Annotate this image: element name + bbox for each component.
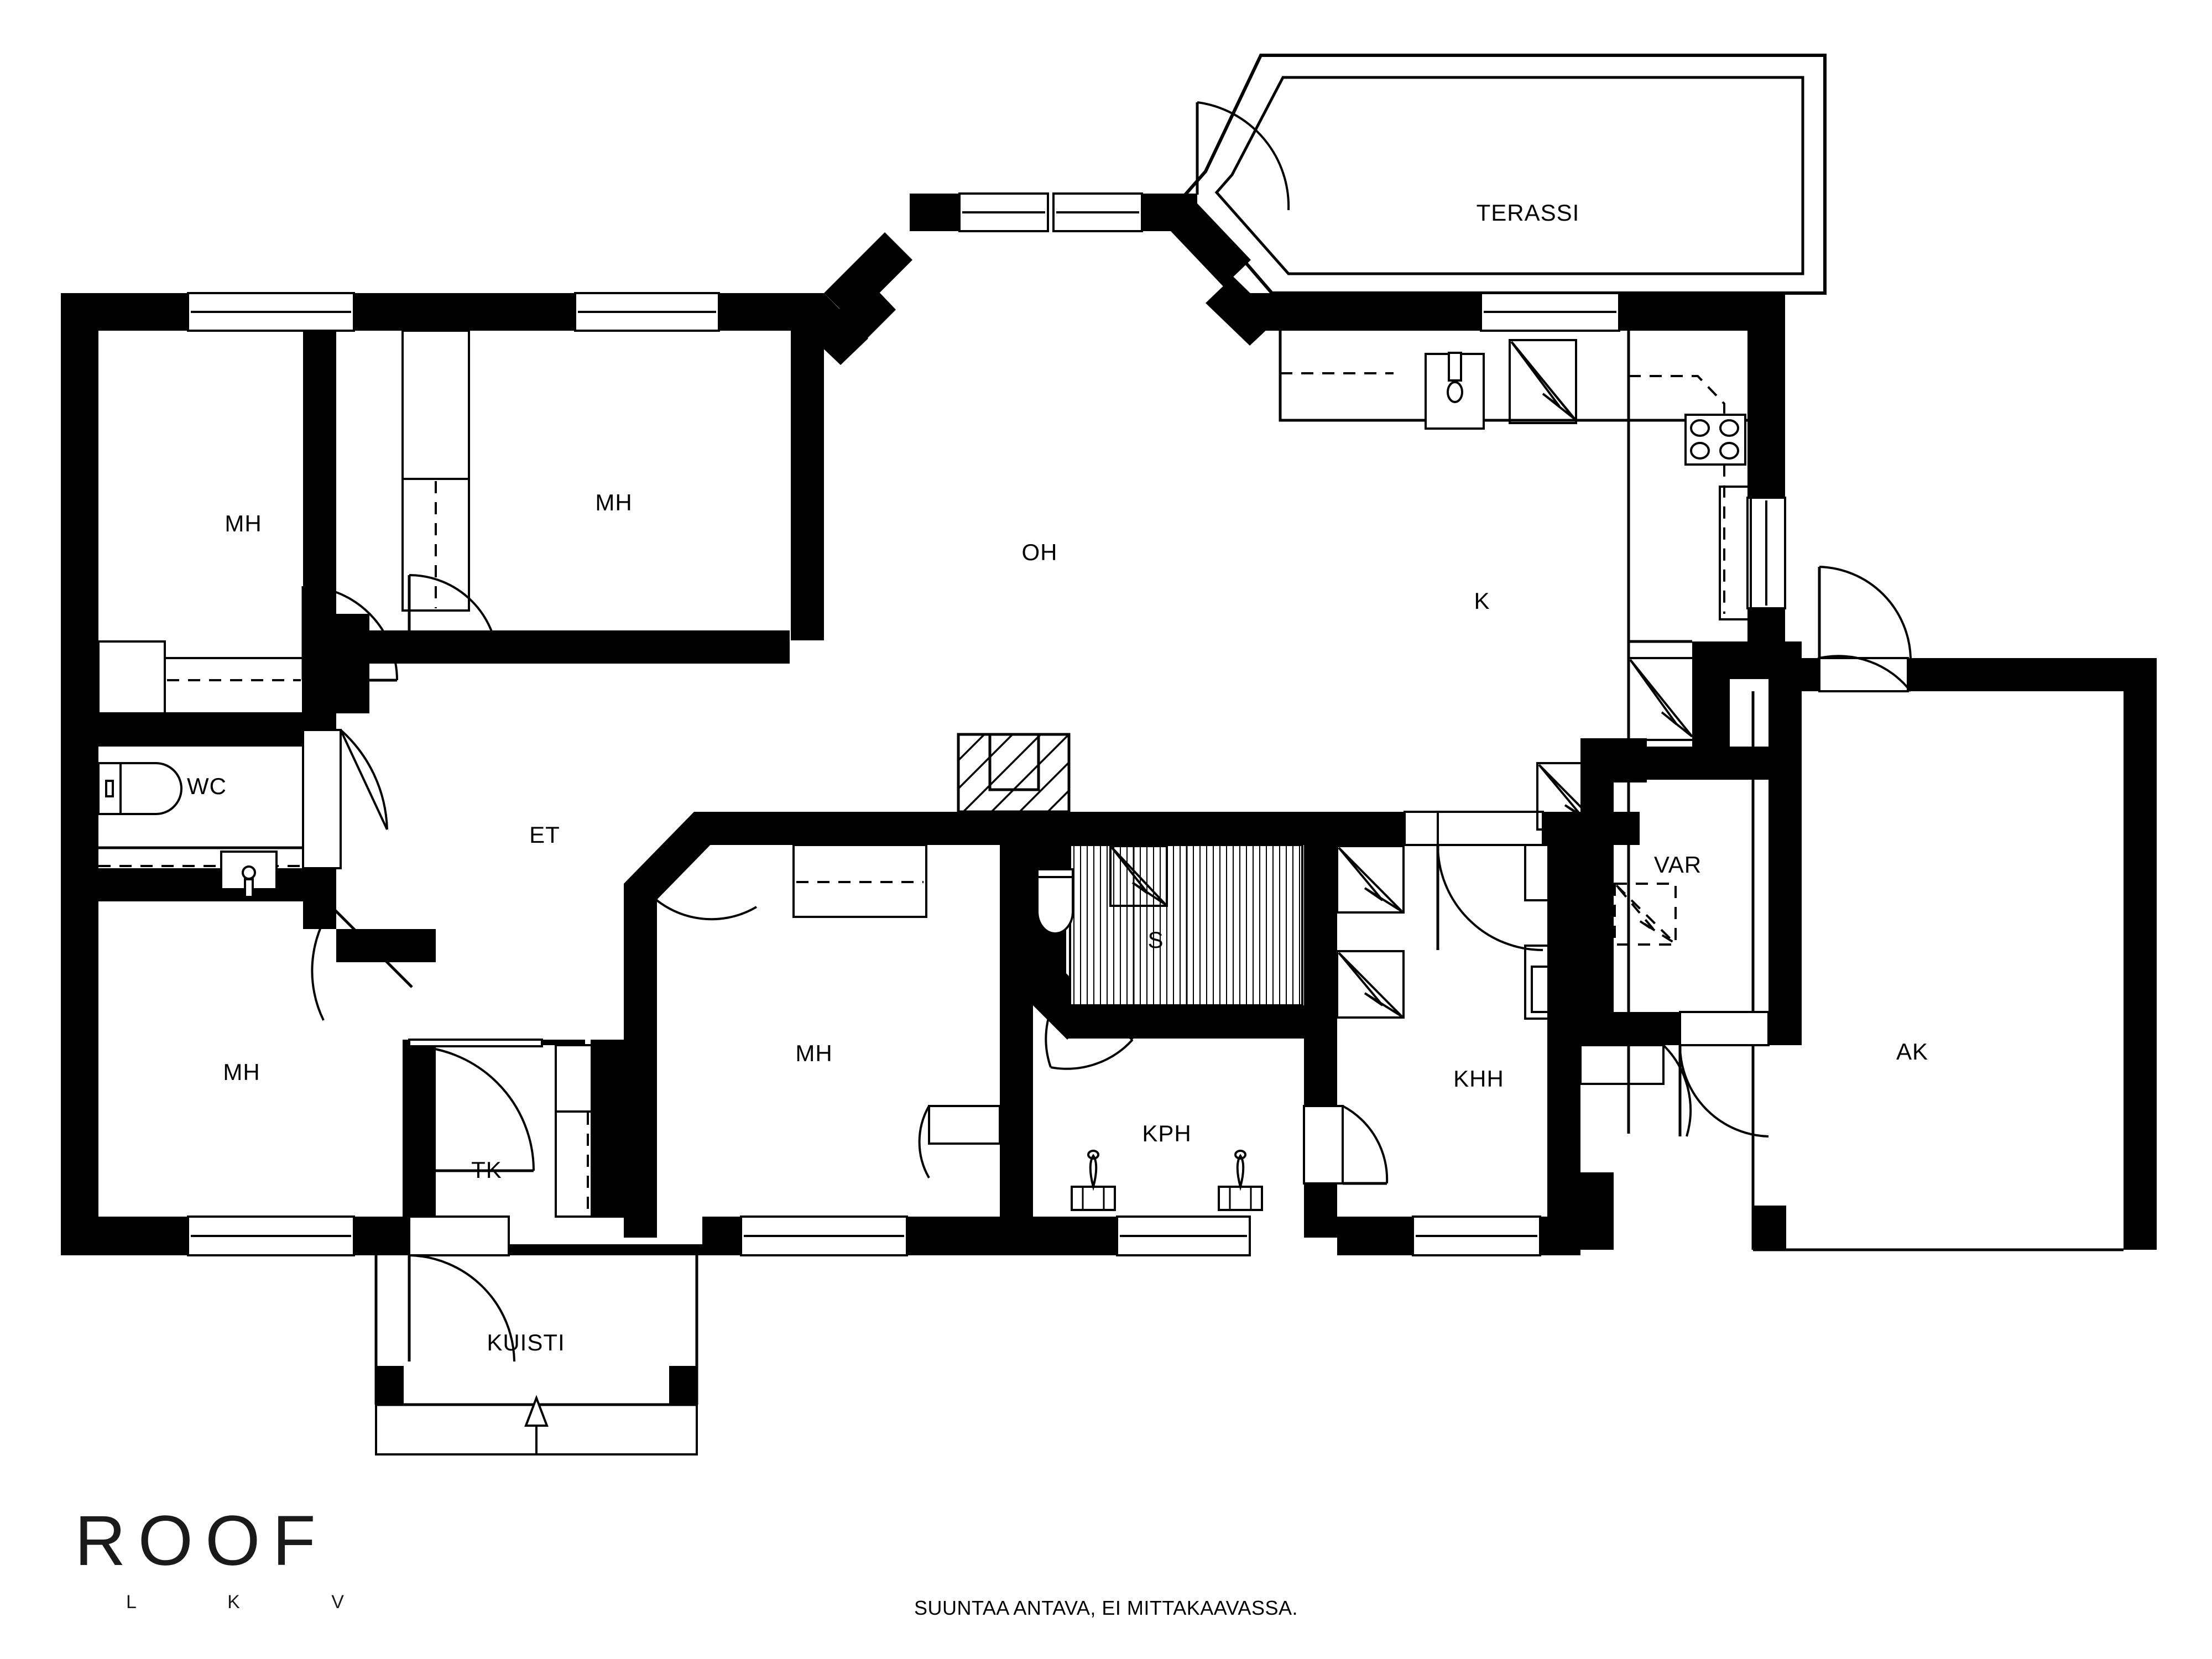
logo-sub-text: L K V <box>126 1592 387 1613</box>
door <box>311 906 413 1021</box>
kitchen-appliance-icon <box>1627 657 1695 741</box>
kitchen-fixtures <box>1279 331 1752 1134</box>
door <box>640 820 758 921</box>
room-label-kph: KPH <box>1142 1120 1191 1146</box>
door <box>408 1039 543 1172</box>
window <box>1052 192 1143 232</box>
footer-disclaimer: SUUNTAA ANTAVA, EI MITTAKAAVASSA. <box>914 1597 1298 1619</box>
window <box>958 192 1049 232</box>
door <box>1725 566 1912 692</box>
door <box>408 574 499 664</box>
room-label-kuisti: KUISTI <box>487 1329 565 1355</box>
kitchen-sink-icon <box>1425 352 1485 430</box>
khh-cabinet-icon <box>1524 844 1592 901</box>
window <box>574 292 720 332</box>
room-label-s: S <box>1147 927 1164 953</box>
appliance-zigzag-s <box>1109 845 1168 907</box>
room-labels: MH MH OH K TERASSI WC ET MH TK MH S KPH … <box>187 200 1928 1355</box>
door <box>1404 811 1439 846</box>
entrance-arrow-icon <box>524 1395 549 1454</box>
appliance-zigzag-group <box>1109 762 1677 1019</box>
room-label-mh-top-mid: MH <box>595 489 632 515</box>
windows <box>187 192 1786 1256</box>
window <box>187 1215 355 1256</box>
khh-fixtures <box>1524 844 1592 1020</box>
room-label-k: K <box>1474 588 1490 614</box>
door <box>1196 101 1290 211</box>
wc-fixtures <box>97 762 303 898</box>
wc-vanity-icon <box>98 846 303 898</box>
room-label-var: VAR <box>1654 852 1702 878</box>
room-label-ak: AK <box>1896 1039 1928 1065</box>
doors <box>301 101 1912 1362</box>
window <box>1746 497 1786 609</box>
door <box>1678 1011 1770 1138</box>
room-label-mh-bottom-mid: MH <box>795 1040 832 1066</box>
wc-toilet-icon <box>97 762 182 815</box>
appliance-zigzag-var <box>1614 883 1677 946</box>
door <box>1303 1105 1389 1185</box>
fireplace-icon <box>957 733 1071 813</box>
kitchen-stove-icon <box>1684 414 1746 466</box>
room-label-wc: WC <box>187 773 227 799</box>
appliance-zigzag-khh-lower <box>1336 950 1405 1019</box>
dishwasher-icon <box>1509 339 1577 424</box>
brand-logo: ROOF L K V <box>75 1501 387 1613</box>
window <box>1116 1215 1251 1256</box>
cabinets <box>97 330 927 1218</box>
window <box>740 1215 908 1256</box>
door <box>918 1105 1001 1178</box>
kph-toilet-icon <box>1036 868 1074 935</box>
appliance-zigzag-khh-upper <box>1336 845 1405 914</box>
kph-fixtures <box>1036 868 1263 1211</box>
room-label-tk: TK <box>471 1157 502 1183</box>
kph-shower-fixture-2 <box>1218 1150 1263 1211</box>
room-label-mh-top-left: MH <box>225 510 262 536</box>
appliance-zigzag-kitchen-lower <box>1536 762 1605 831</box>
window <box>1480 292 1620 332</box>
wardrobe-bottom-mid <box>792 844 927 918</box>
kph-shower-fixture-1 <box>1071 1150 1116 1211</box>
room-label-terassi: TERASSI <box>1477 200 1580 226</box>
room-label-khh: KHH <box>1453 1066 1504 1092</box>
door <box>1579 1044 1692 1137</box>
room-label-mh-bottom-left: MH <box>223 1059 260 1085</box>
sauna-fixtures <box>1069 844 1303 1006</box>
tk-shelves <box>555 1044 625 1218</box>
window <box>187 292 355 332</box>
logo-main-text: ROOF <box>75 1501 328 1580</box>
wardrobe-top-mid <box>401 330 470 612</box>
door <box>408 1215 515 1362</box>
door <box>302 729 388 869</box>
room-label-et: ET <box>529 822 560 848</box>
khh-washbasin-icon <box>1524 945 1592 1020</box>
window <box>1412 1215 1541 1256</box>
cabinet-top-left <box>97 640 304 714</box>
room-label-oh: OH <box>1022 539 1058 565</box>
